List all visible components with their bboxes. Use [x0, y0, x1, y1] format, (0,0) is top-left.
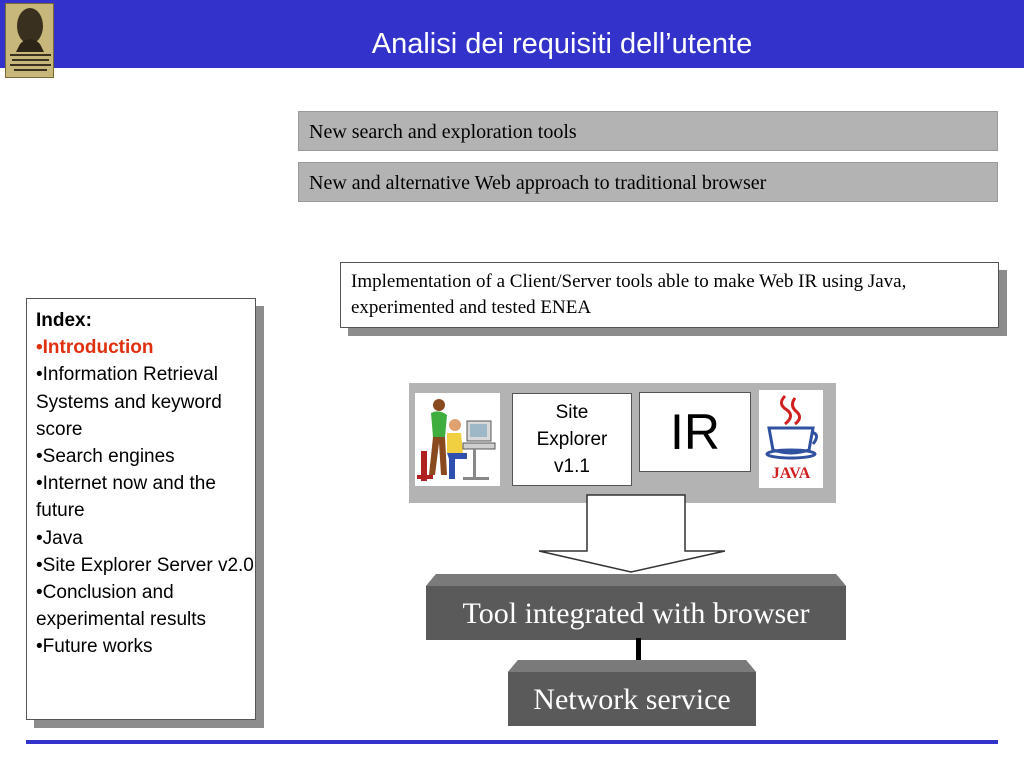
index-item-internet: •Internet now and the future: [36, 473, 216, 522]
ir-box: IR: [639, 392, 751, 472]
index-panel: Index: •Introduction •Information Retrie…: [26, 298, 256, 720]
university-logo: [5, 3, 54, 78]
index-item-java: •Java: [36, 527, 83, 549]
footer-rule: [26, 740, 998, 744]
java-coffee-logo-icon: JAVA: [759, 390, 823, 488]
index-item-ir-systems: •Information Retrieval Systems and keywo…: [36, 364, 222, 440]
people-at-computer-icon: [415, 393, 500, 486]
web-approach-box: New and alternative Web approach to trad…: [298, 162, 998, 202]
down-arrow: [537, 494, 727, 574]
java-logo-text: JAVA: [772, 465, 811, 482]
site-explorer-line3: v1.1: [554, 456, 590, 477]
network-service-label: Network service: [533, 683, 731, 716]
search-tools-box: New search and exploration tools: [298, 111, 998, 151]
title-bar: [0, 0, 1024, 68]
index-list: •Introduction •Information Retrieval Sys…: [36, 334, 255, 660]
implementation-box: Implementation of a Client/Server tools …: [340, 262, 999, 328]
network-service-banner: Network service: [508, 660, 756, 726]
tool-integrated-banner: Tool integrated with browser: [426, 574, 846, 640]
index-heading: Index:: [36, 310, 92, 331]
index-item-search-engines: •Search engines: [36, 446, 175, 468]
page-title: Analisi dei requisiti dell’utente: [371, 28, 753, 60]
tool-integrated-label: Tool integrated with browser: [462, 597, 810, 630]
index-item-site-explorer: •Site Explorer Server v2.0: [36, 554, 254, 576]
index-item-conclusion: •Conclusion and experimental results: [36, 582, 207, 631]
site-explorer-box: Site Explorer v1.1: [512, 393, 632, 486]
index-item-introduction: •Introduction: [36, 337, 154, 359]
index-item-future-works: •Future works: [36, 636, 153, 658]
connector-line: [636, 638, 641, 662]
site-explorer-line1: Site: [555, 402, 589, 423]
site-explorer-line2: Explorer: [536, 429, 608, 450]
